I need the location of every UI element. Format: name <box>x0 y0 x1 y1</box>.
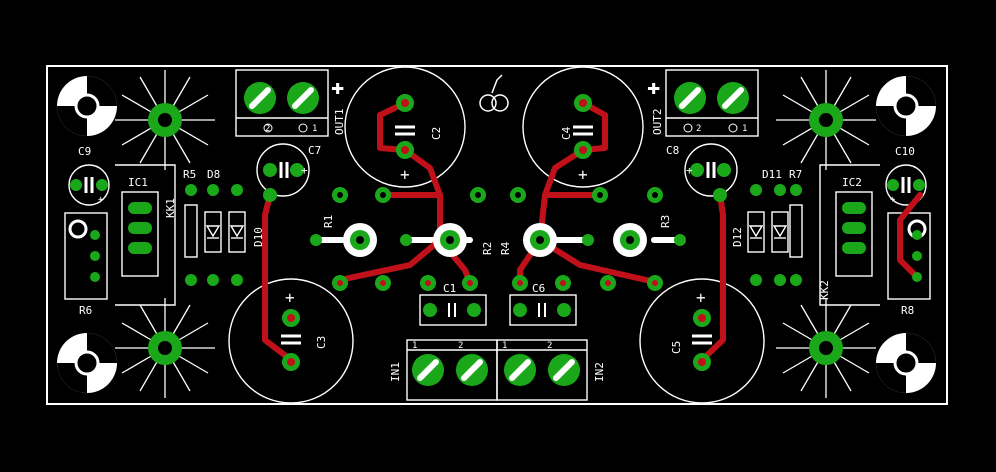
c8-plus: + <box>686 164 693 177</box>
c2-plus: + <box>400 165 410 184</box>
c8-outline <box>684 143 738 197</box>
r5-body <box>184 204 198 258</box>
out1-pin1: 1 <box>312 124 317 134</box>
c7-plus: + <box>301 164 308 177</box>
label-r5: R5 <box>183 168 196 181</box>
label-kk1: KK1 <box>164 198 177 218</box>
label-r6: R6 <box>79 304 92 317</box>
c4-plus: + <box>578 165 588 184</box>
label-in2: IN2 <box>593 362 606 382</box>
label-ic2: IC2 <box>842 176 862 189</box>
label-c9: C9 <box>78 145 91 158</box>
label-c5: C5 <box>670 341 683 354</box>
label-c8: C8 <box>666 144 679 157</box>
label-d10: D10 <box>252 227 265 247</box>
label-r2: R2 <box>481 242 494 255</box>
c10-plus: + <box>890 195 896 205</box>
c9-plus: + <box>98 195 104 205</box>
in1-pin1: 1 <box>412 341 417 351</box>
c7-outline <box>256 143 310 197</box>
c4-outline <box>522 66 644 188</box>
c1-c6-symbols <box>448 303 546 317</box>
board-outline <box>46 65 948 405</box>
r6-outline <box>64 212 108 300</box>
in2-pin1: 1 <box>502 341 507 351</box>
out2-pin2: 2 <box>696 124 701 134</box>
label-c10: C10 <box>895 145 915 158</box>
terminal-pin-circles <box>263 123 738 133</box>
kk1-rail <box>115 164 176 306</box>
label-c1: C1 <box>443 282 456 295</box>
label-kk2: KK2 <box>818 280 831 300</box>
r7-body <box>789 204 803 258</box>
c6-outline <box>509 294 577 326</box>
in2-pin2: 2 <box>547 341 552 351</box>
mount-hole-br <box>876 333 936 393</box>
out2-pin1: 1 <box>742 124 747 134</box>
label-c4: C4 <box>560 126 573 140</box>
label-c2: C2 <box>430 127 443 140</box>
in2-terminal <box>496 339 588 401</box>
label-c3: C3 <box>315 336 328 349</box>
ic2-outline <box>835 191 873 277</box>
in1-pin2: 2 <box>458 341 463 351</box>
out2-terminal <box>665 69 759 137</box>
c5-plus: + <box>696 288 706 307</box>
mount-hole-tr <box>876 76 936 136</box>
out1-plus-mark: ✚ <box>331 75 344 100</box>
r6-wiper <box>68 219 88 239</box>
diode-d11-d12 <box>747 211 789 253</box>
out1-terminal <box>235 69 329 137</box>
label-c7: C7 <box>308 144 321 157</box>
label-r1: R1 <box>322 215 335 228</box>
c2-outline <box>344 66 466 188</box>
c1-outline <box>419 294 487 326</box>
kk2-rail <box>819 164 880 306</box>
label-r7: R7 <box>789 168 802 181</box>
label-r8: R8 <box>901 304 914 317</box>
component-labels: C9 C10 C7 C8 IC1 IC2 R5 D8 D11 R7 R6 R8 … <box>78 75 915 382</box>
label-out1: OUT1 <box>333 109 346 136</box>
out2-plus-mark: ✚ <box>647 75 660 100</box>
mount-hole-tl <box>57 76 117 136</box>
label-d11: D11 <box>762 168 782 181</box>
c3-outline <box>228 278 354 404</box>
cherry-logo <box>479 74 509 112</box>
label-out2: OUT2 <box>651 109 664 136</box>
label-c6: C6 <box>532 282 545 295</box>
cap-symbols <box>84 125 911 345</box>
mount-hole-bl <box>57 333 117 393</box>
label-d12: D12 <box>731 227 744 247</box>
label-r3: R3 <box>659 215 672 228</box>
c5-outline <box>639 278 765 404</box>
label-d8: D8 <box>207 168 220 181</box>
c3-plus: + <box>285 288 295 307</box>
c9-outline <box>68 164 110 206</box>
label-ic1: IC1 <box>128 176 148 189</box>
label-r4: R4 <box>499 241 512 255</box>
label-in1: IN1 <box>389 362 402 382</box>
terminal-slots <box>249 87 744 381</box>
ic1-outline <box>121 191 159 277</box>
diode-d8-d10 <box>204 211 246 253</box>
out1-pin2: 2 <box>265 124 270 134</box>
pads <box>70 82 925 386</box>
c10-outline <box>885 164 927 206</box>
